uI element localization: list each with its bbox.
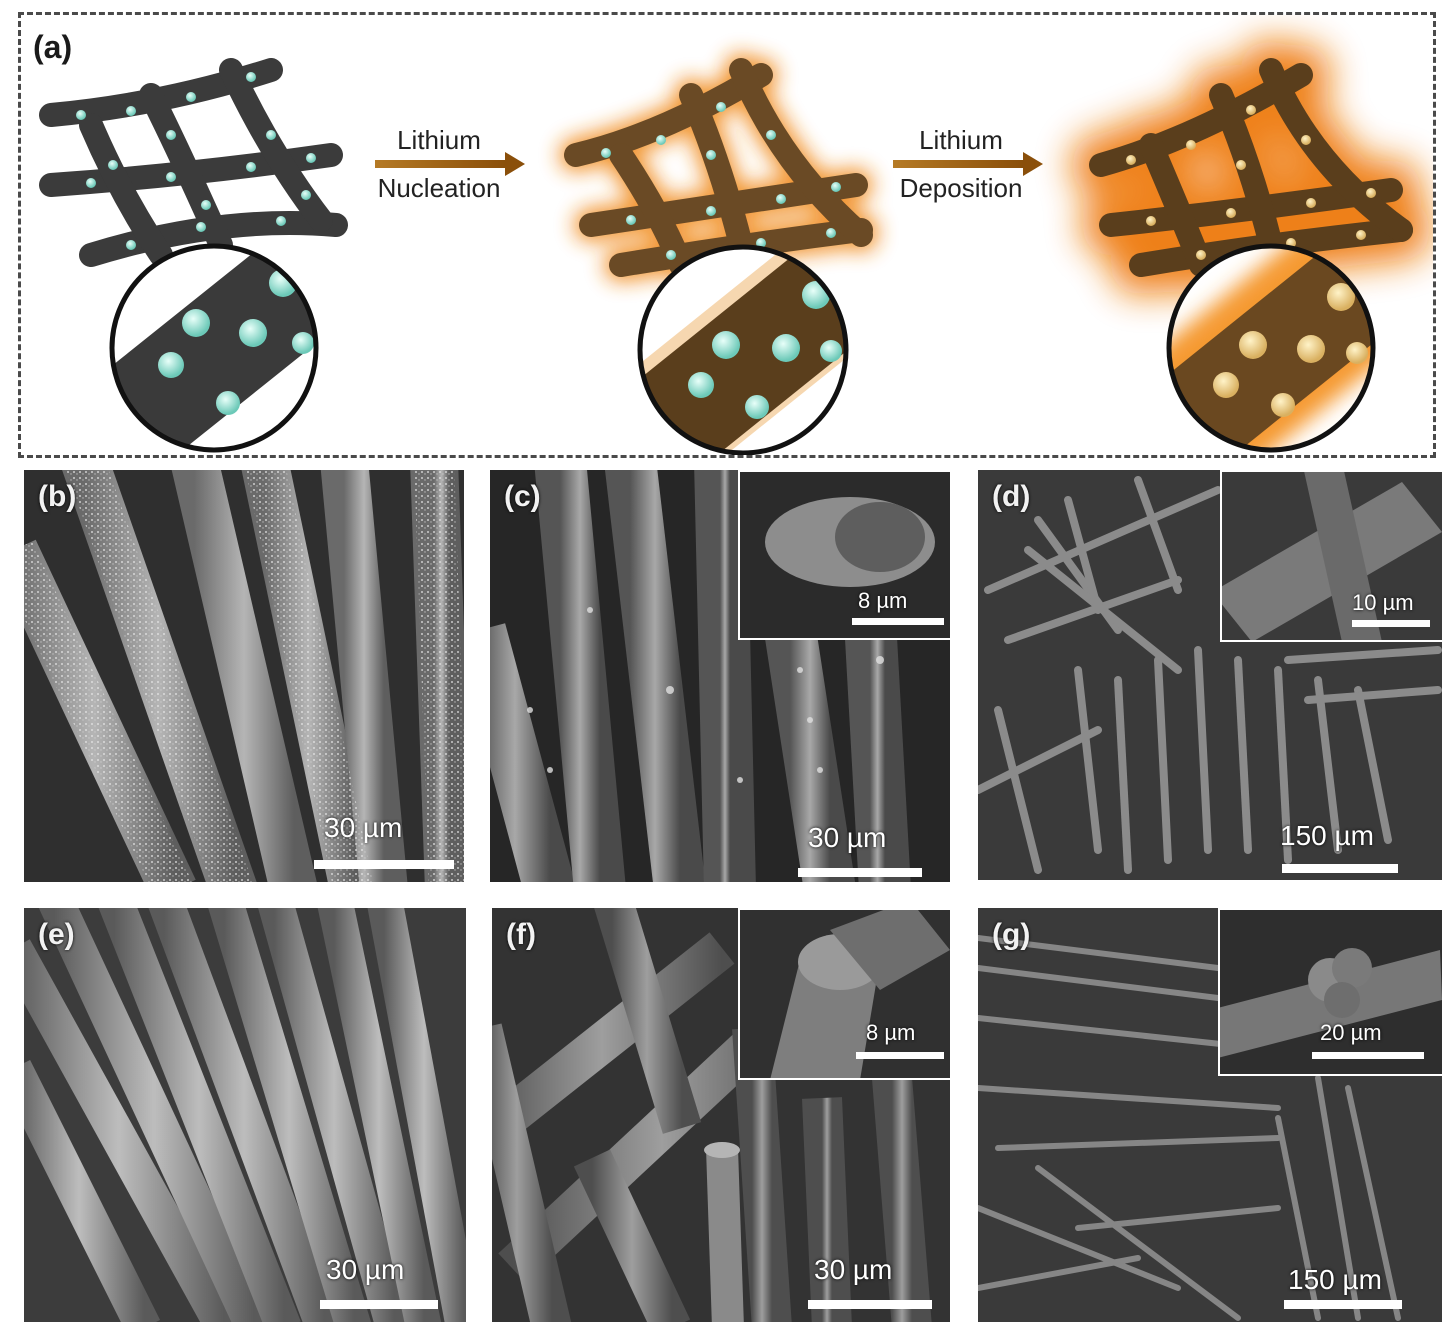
panel-d-inset-scale-label: 10 µm xyxy=(1352,590,1414,615)
panel-f-scale-bar xyxy=(808,1300,932,1309)
panel-c-inset-scale-bar xyxy=(852,618,944,625)
sem-panel-e: (e) 30 µm xyxy=(24,908,466,1322)
schematic-panel-a: (a) xyxy=(18,12,1436,458)
arrow-nucleation xyxy=(375,152,525,176)
arrow1-label-bottom: Nucleation xyxy=(377,173,501,203)
panel-d-label: (d) xyxy=(992,480,1031,513)
panel-d-inset-image xyxy=(1222,472,1442,640)
panel-g-inset-scale-bar xyxy=(1312,1052,1424,1059)
sem-panel-f: 8 µm (f) 30 µm xyxy=(492,908,950,1322)
panel-d-scale-label: 150 µm xyxy=(1280,820,1374,851)
panel-b-scale-bar xyxy=(314,860,454,869)
arrow2-label-bottom: Deposition xyxy=(899,173,1023,203)
panel-g-scale-bar xyxy=(1284,1300,1402,1309)
panel-d-scale-bar xyxy=(1282,864,1398,873)
panel-f-label: (f) xyxy=(506,918,536,951)
panel-c-scale-bar xyxy=(798,868,922,877)
panel-g-inset: 20 µm xyxy=(1218,908,1442,1076)
panel-f-scale-label: 30 µm xyxy=(814,1254,893,1285)
panel-d-inset: 10 µm xyxy=(1220,470,1442,642)
panel-f-inset-image xyxy=(740,910,950,1078)
panel-g-scale-label: 150 µm xyxy=(1288,1264,1382,1295)
panel-b-label: (b) xyxy=(38,480,77,513)
panel-a-label: (a) xyxy=(33,29,73,65)
panel-e-label: (e) xyxy=(38,918,75,951)
sem-panel-b: (b) 30 µm xyxy=(24,470,464,882)
carbon-mesh-bare xyxy=(39,58,348,453)
panel-e-scale-label: 30 µm xyxy=(326,1254,405,1285)
panel-c-inset-image xyxy=(740,472,950,638)
sem-image-g xyxy=(978,908,1442,1322)
panel-c-inset: 8 µm xyxy=(738,470,950,640)
sem-panel-g: 20 µm (g) 150 µm xyxy=(978,908,1442,1322)
sem-image-e xyxy=(24,908,466,1322)
sem-panel-c: 8 µm (c) 30 µm xyxy=(490,470,950,882)
panel-d-inset-scale-bar xyxy=(1352,620,1430,627)
sem-panel-d: 10 µm (d) 150 µm xyxy=(978,470,1442,880)
sem-image-b xyxy=(24,470,464,882)
arrow2-label-top: Lithium xyxy=(919,125,1003,155)
panel-c-label: (c) xyxy=(504,480,541,513)
panel-g-inset-scale-label: 20 µm xyxy=(1320,1020,1382,1045)
panel-f-inset: 8 µm xyxy=(738,908,950,1080)
arrow1-label-top: Lithium xyxy=(397,125,481,155)
carbon-mesh-deposited xyxy=(1071,40,1431,453)
schematic-illustration xyxy=(39,40,1431,455)
panel-f-inset-scale-label: 8 µm xyxy=(866,1020,916,1045)
panel-e-scale-bar xyxy=(320,1300,438,1309)
panel-g-inset-image xyxy=(1220,910,1442,1074)
arrow-deposition xyxy=(893,152,1043,176)
panel-c-inset-scale-label: 8 µm xyxy=(858,588,908,613)
panel-c-scale-label: 30 µm xyxy=(808,822,887,853)
panel-g-label: (g) xyxy=(992,918,1031,951)
panel-f-inset-scale-bar xyxy=(856,1052,944,1059)
panel-b-scale-label: 30 µm xyxy=(324,812,403,843)
carbon-mesh-nucleated xyxy=(559,53,878,455)
